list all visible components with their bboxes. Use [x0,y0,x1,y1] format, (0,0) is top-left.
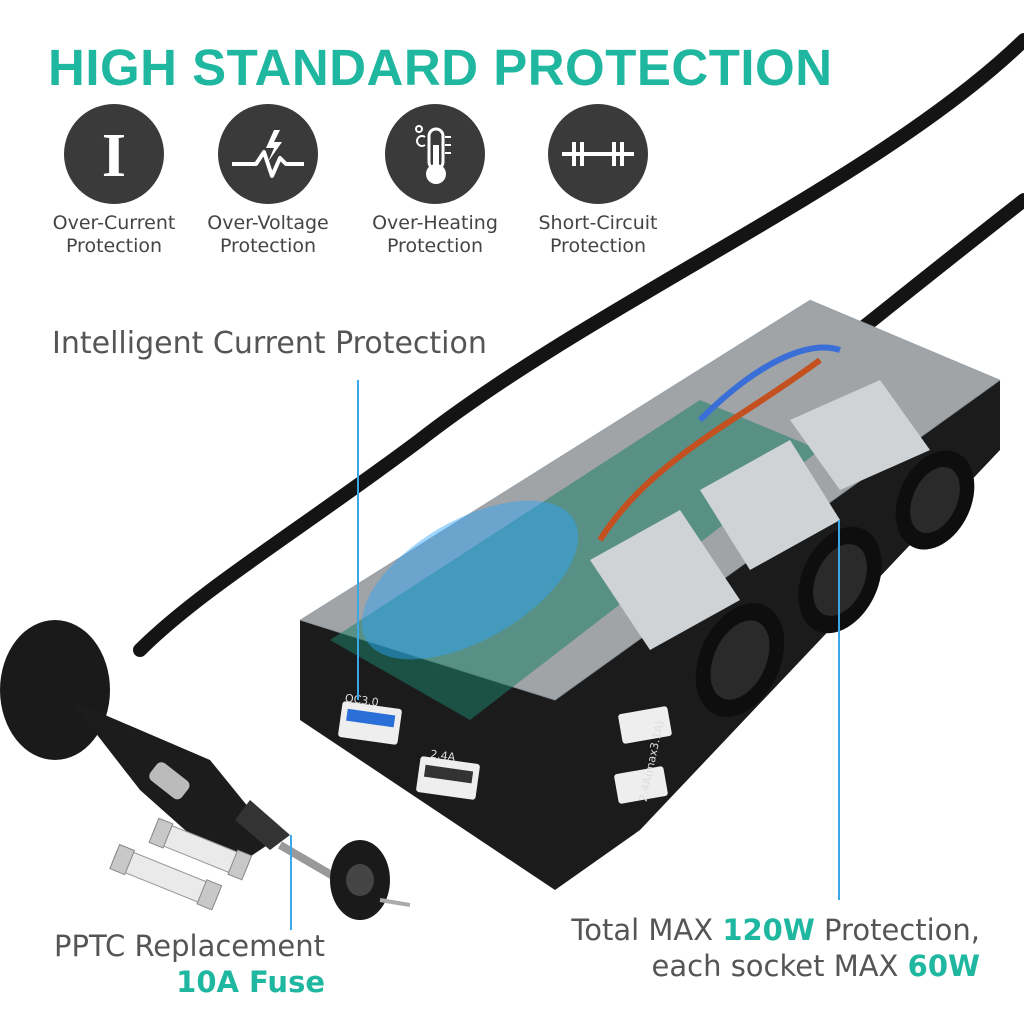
headline: HIGH STANDARD PROTECTION [48,39,833,96]
current-i-icon: I [64,104,164,204]
callout-fuse: PPTC Replacement 10A Fuse [50,928,325,1000]
total-value: 120W [722,913,815,947]
power-cable [133,33,1024,657]
socket-1 [590,510,785,717]
socket-value: 60W [907,949,980,983]
cigarette-plug [0,620,411,920]
thermometer-icon [385,104,485,204]
total-prefix: Total MAX [571,913,723,947]
pointer-line-main [357,380,359,700]
fuse-line2: 10A Fuse [176,965,325,999]
fuse-line1: PPTC Replacement [53,929,325,963]
pointer-line-total [838,520,840,900]
qc-label: QC3.0 [344,692,379,710]
spare-fuses [109,817,253,911]
socket-3 [790,380,975,550]
short-circuit-icon [548,104,648,204]
port-a-label: 2.4A [429,748,456,764]
callout-intelligent-protection: Intelligent Current Protection [52,326,487,361]
splitter-body: QC3.0 2.4A 2.4A(max3.1A) [298,299,1002,890]
socket-2 [700,440,882,634]
usb-port-c [614,766,668,804]
voltage-spike-icon [218,104,318,204]
input-cable [853,193,1024,337]
svg-text:I: I [102,124,126,184]
callout-total-power: Total MAX 120W Protection, each socket M… [571,912,980,984]
pointer-line-fuse [290,835,292,930]
socket-prefix: each socket MAX [651,949,908,983]
usb-port-b [618,706,672,744]
total-suffix: Protection, [814,913,980,947]
